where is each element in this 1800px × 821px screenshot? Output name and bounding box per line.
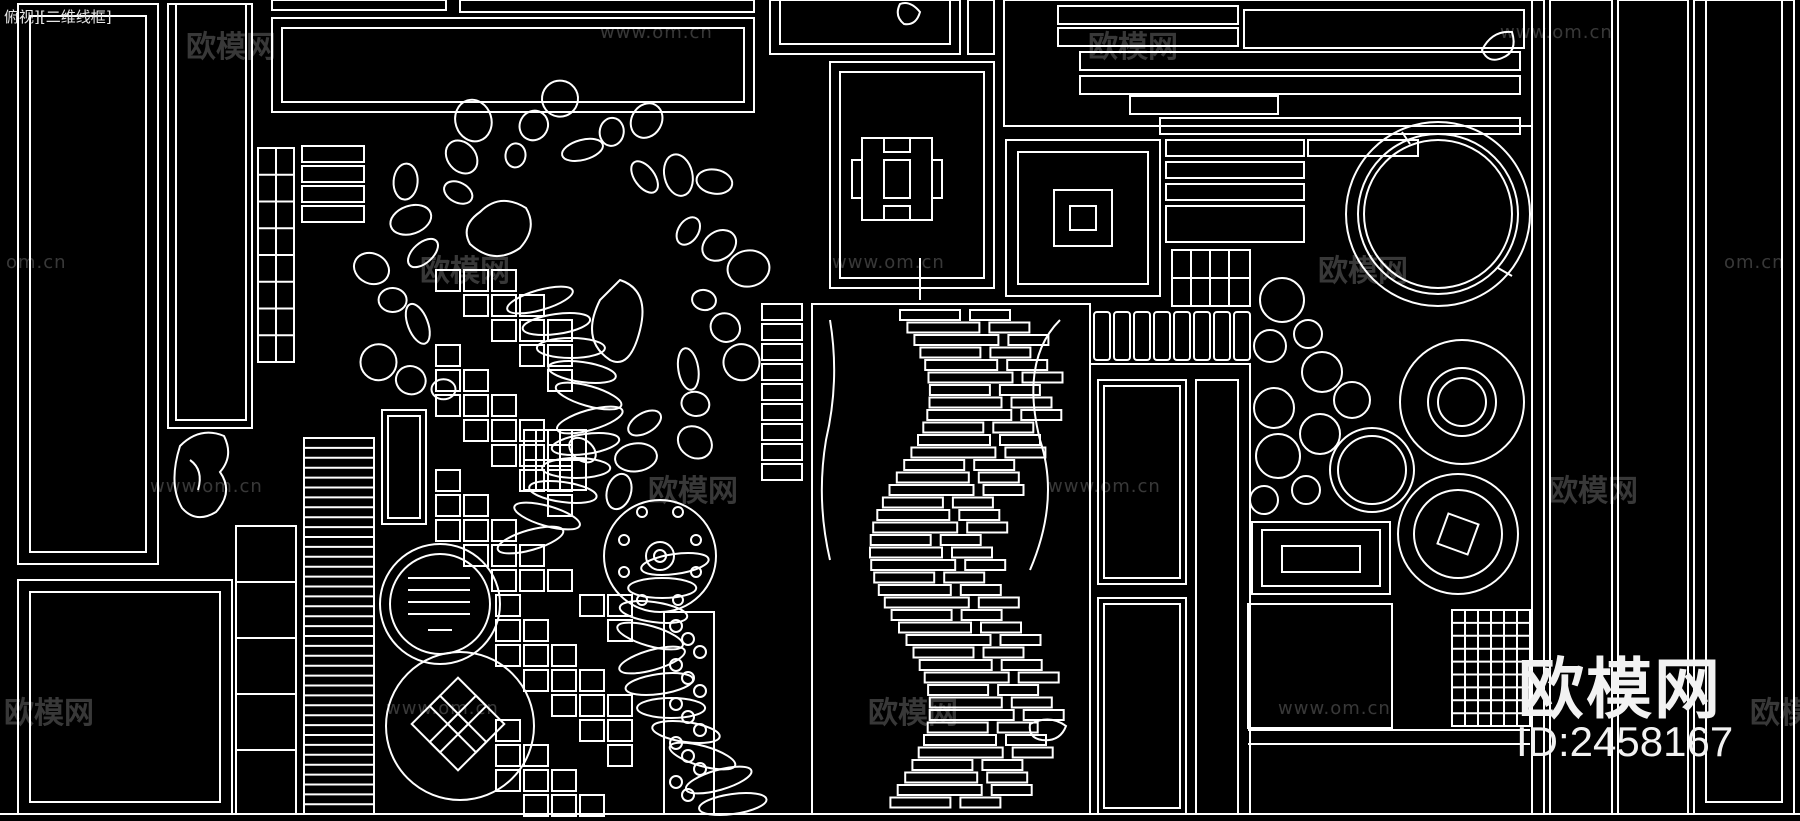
- round-fountain: [603, 499, 717, 613]
- decking-strip: [303, 437, 375, 815]
- center-top-blocks: [769, 0, 995, 300]
- round-table-chairs: [385, 651, 535, 801]
- left-panels: [17, 3, 253, 815]
- top-bars: [271, 0, 755, 113]
- tree-symbol: [173, 431, 230, 519]
- round-plaque: [379, 543, 501, 665]
- model-id: ID:2458167: [1516, 718, 1734, 765]
- stair-bars: [761, 303, 803, 481]
- stone-brick-path: [869, 309, 1065, 809]
- tile-grid-small: [1171, 249, 1251, 307]
- viewport-label[interactable]: 俯视][二维线框]: [4, 8, 112, 26]
- circle-cluster: [1249, 277, 1371, 515]
- bench-panel: [1247, 521, 1530, 745]
- stepping-stones: [496, 285, 768, 816]
- right-top-blocks: [967, 0, 1533, 243]
- bottom-panels: [1089, 363, 1251, 815]
- brand-logo-text: 欧模网: [1518, 651, 1722, 728]
- pond: [465, 200, 532, 257]
- irregular-tile-row: [1093, 311, 1251, 361]
- plank-column: [235, 525, 297, 815]
- ring-planters: [1329, 339, 1525, 595]
- flagstone-ring: [352, 79, 771, 511]
- tile-grid-corner: [1451, 609, 1531, 727]
- grid-strip-left: [257, 147, 295, 363]
- round-pool: [1345, 121, 1531, 307]
- square-fountain: [1005, 139, 1161, 297]
- small-tiles-top: [301, 145, 365, 223]
